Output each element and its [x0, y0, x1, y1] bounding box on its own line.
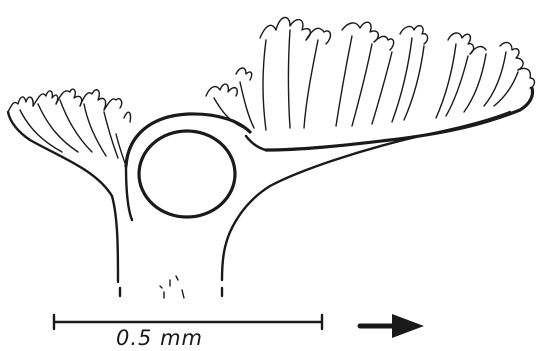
scale-bar-label: 0.5 mm	[116, 326, 203, 350]
right-arrow-icon	[360, 314, 424, 338]
left-frond	[8, 89, 131, 282]
central-cavity	[139, 131, 235, 217]
stalk-dashes	[120, 276, 222, 298]
right-frond	[206, 17, 535, 280]
scale-bar: 0.5 mm	[54, 315, 322, 350]
